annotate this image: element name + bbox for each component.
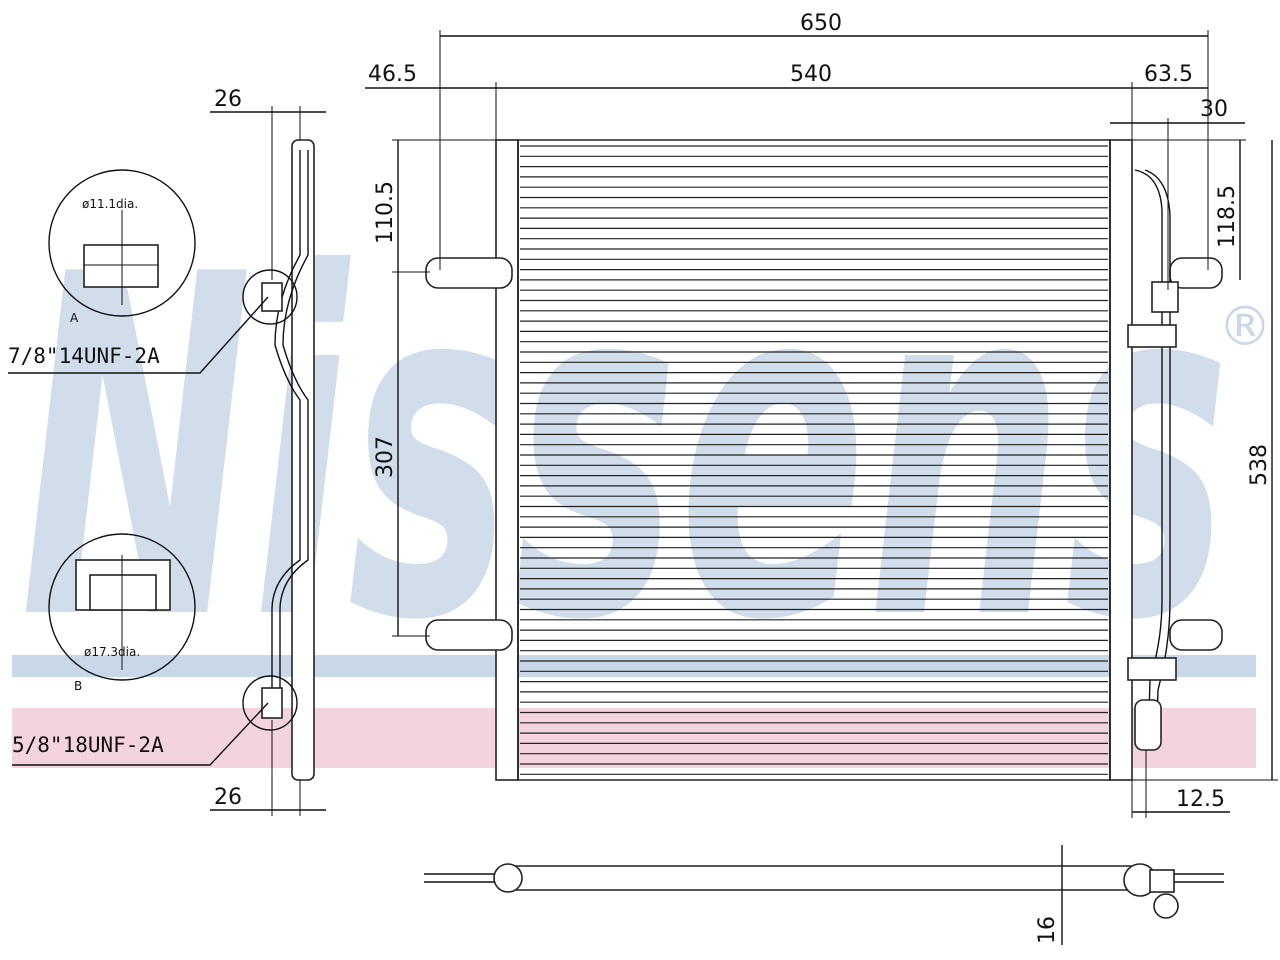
bracket-right-bottom	[1169, 619, 1223, 651]
dim-height-right-total: 538	[1247, 444, 1272, 486]
watermark-registered-mark: ®	[1218, 295, 1272, 358]
dimension-lines	[210, 30, 1278, 818]
core	[517, 139, 1111, 781]
bottom-core	[499, 865, 1141, 891]
detail-b-marker	[242, 675, 298, 731]
dim-core-width: 540	[790, 62, 832, 87]
dim-height-right-top: 118.5	[1215, 185, 1240, 248]
right-fitting-bottom	[1134, 699, 1162, 751]
lower-thread-label: 5/8"18UNF-2A	[12, 733, 164, 757]
right-tank	[1109, 139, 1133, 781]
bottom-view	[424, 845, 1224, 945]
detail-a-diameter: ø11.1dia.	[82, 197, 138, 211]
dim-overall-width: 650	[800, 11, 842, 36]
dim-left-offset: 46.5	[368, 62, 417, 87]
side-view	[242, 139, 315, 781]
bottom-fitting-left	[493, 863, 523, 893]
detail-a: ø11.1dia. A	[48, 169, 196, 325]
front-view	[425, 139, 1223, 781]
watermark-pink-band	[12, 708, 1256, 768]
watermark-logo: Nissens	[20, 176, 1230, 723]
dim-height-top-left: 110.5	[373, 181, 398, 244]
bracket-left-bottom	[425, 619, 513, 651]
upper-thread-label: 7/8"14UNF-2A	[8, 344, 160, 368]
side-pipe	[271, 150, 301, 690]
left-tank	[495, 139, 519, 781]
bracket-left-top	[425, 257, 513, 289]
core-fins	[520, 145, 1108, 775]
right-pipe-clip-bottom	[1127, 657, 1177, 681]
side-tank	[291, 139, 315, 781]
detail-b: ø17.3dia. B	[48, 533, 196, 693]
detail-a-tag: A	[70, 311, 79, 325]
dim-right-small: 30	[1200, 97, 1228, 122]
dim-side-bottom: 26	[214, 785, 242, 810]
detail-a-marker	[242, 269, 298, 325]
dim-right-offset: 63.5	[1144, 62, 1193, 87]
dim-height-mid-left: 307	[373, 436, 398, 478]
right-pipe-clip-top	[1127, 324, 1177, 348]
dim-right-bottom: 12.5	[1176, 787, 1225, 812]
detail-b-diameter: ø17.3dia.	[84, 645, 140, 659]
detail-b-tag: B	[74, 679, 82, 693]
dim-bottom-view-depth: 16	[1035, 916, 1060, 944]
right-fitting-top	[1151, 281, 1179, 313]
dim-side-top: 26	[214, 87, 242, 112]
